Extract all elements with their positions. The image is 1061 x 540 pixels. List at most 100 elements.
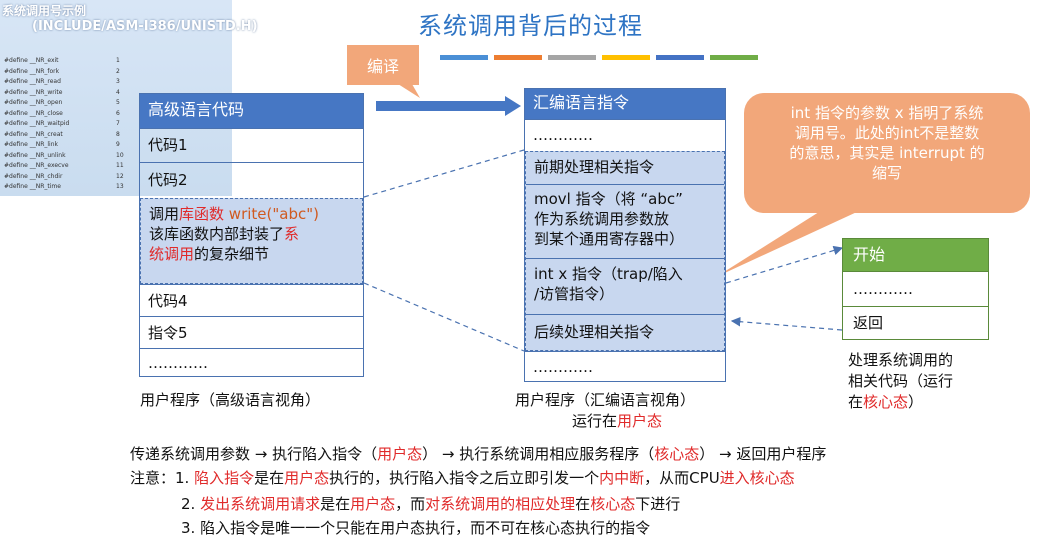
define-name: #define __NR_close (4, 109, 63, 117)
note1-trap: 陷入指令 (194, 469, 255, 487)
int-row: int x 指令（trap/陷入 /访管指令） (526, 258, 724, 314)
int-line-2: /访管指令） (534, 285, 615, 303)
kernel-caption-line1: 处理系统调用的 (848, 351, 954, 369)
assembly-last-ellipsis: ………… (525, 351, 725, 382)
note2-handling: 对系统调用的相应处理 (425, 495, 576, 513)
detail-text: 的复杂细节 (194, 245, 270, 263)
define-number: 6 (116, 109, 120, 117)
kernel-mode-text: 核心态 (863, 393, 909, 411)
note-3: 3. 陷入指令是唯一一个只能在用户态执行，而不可在核心态执行的指令 (181, 519, 651, 537)
assembly-caption-line2: 运行在用户态 (572, 411, 662, 431)
title-bar (602, 55, 650, 60)
note2-user: 用户态 (350, 495, 396, 513)
note-2: 2. 发出系统调用请求是在用户态，而对系统调用的相应处理在核心态下进行 (181, 494, 680, 515)
define-name: #define __NR_chdir (4, 172, 63, 180)
arrow-return (730, 316, 843, 331)
kernel-caption-line2: 相关代码（运行 (848, 372, 954, 390)
note1-a: 注意：1. (130, 469, 195, 487)
post-processing-row: 后续处理相关指令 (526, 314, 724, 350)
note1-e: 执行的，执行陷入指令之后立即引发一个 (329, 469, 600, 487)
note2-c: 是在 (320, 495, 351, 513)
define-name: #define __NR_exit (4, 57, 59, 64)
pre-processing-row: 前期处理相关指令 (534, 158, 655, 176)
define-number: 2 (116, 67, 120, 75)
flow-part-c: ） → 执行系统调用相应服务程序（ (422, 445, 655, 463)
flow-kernel-mode: 核心态 (654, 445, 700, 463)
define-name: #define __NR_write (4, 88, 63, 96)
note1-g: ，从而CPU (644, 469, 720, 487)
title-bar (710, 55, 758, 60)
note2-kernel: 核心态 (590, 495, 636, 513)
write-call-text: write("abc") (224, 205, 319, 223)
high-level-header: 高级语言代码 (140, 94, 363, 128)
title-bar (440, 55, 488, 60)
ellipsis-row: ………… (140, 348, 363, 377)
define-number: 3 (116, 78, 120, 85)
flow-summary: 传递系统调用参数 → 执行陷入指令（用户态） → 执行系统调用相应服务程序（核心… (130, 444, 826, 465)
note1-kernel: 进入核心态 (719, 469, 795, 487)
run-in-text: 运行在 (572, 412, 618, 430)
flow-part-e: ） → 返回用户程序 (699, 445, 827, 463)
define-number: 9 (116, 141, 120, 148)
call-text: 调用 (149, 205, 180, 223)
syscall-text-b: 统调用 (149, 245, 195, 263)
compile-arrow (376, 96, 521, 116)
note2-g: 在 (575, 495, 591, 513)
define-number: 13 (116, 183, 124, 190)
int-line-1: int x 指令（trap/陷入 (534, 265, 683, 283)
assembly-caption-line1: 用户程序（汇编语言视角） (515, 391, 696, 409)
note2-request: 发出系统调用请求 (200, 495, 321, 513)
define-number: 5 (116, 99, 120, 106)
page-title: 系统调用背后的过程 (418, 12, 643, 40)
note-1: 注意：1. 陷入指令是在用户态执行的，执行陷入指令之后立即引发一个内中断，从而C… (130, 468, 795, 489)
compile-callout: 编译 (347, 45, 419, 85)
kernel-caption-in: 在 (848, 393, 864, 411)
define-number: 10 (116, 151, 124, 159)
define-name: #define __NR_unlink (4, 151, 66, 159)
int-callout-pointer (716, 205, 872, 277)
define-name: #define __NR_execve (4, 162, 69, 169)
title-bar (656, 55, 704, 60)
define-number: 12 (116, 172, 124, 180)
flow-user-mode: 用户态 (377, 445, 423, 463)
note1-c: 是在 (254, 469, 285, 487)
int-callout-line-4: 缩写 (871, 164, 902, 182)
int-callout-line-2: 调用号。此处的int不是整数 (794, 124, 980, 142)
kernel-row-ellipsis: ………… (843, 271, 988, 307)
high-level-caption: 用户程序（高级语言视角） (140, 391, 321, 409)
movl-row: movl 指令（将 “abc” 作为系统调用参数放 到某个通用寄存器中） (526, 184, 724, 258)
int-instruction-callout: int 指令的参数 x 指明了系统 调用号。此处的int不是整数 的意思，其实是… (744, 93, 1030, 213)
assembly-header: 汇编语言指令 (525, 89, 725, 119)
library-function-text: 库函数 (179, 205, 225, 223)
define-name: #define __NR_time (4, 183, 61, 190)
projection-line-bottom (363, 282, 525, 352)
note2-i: 下进行 (635, 495, 681, 513)
title-bar (494, 55, 542, 60)
assembly-column: 汇编语言指令 ………… 前期处理相关指令 movl 指令（将 “abc” 作为系… (524, 88, 726, 382)
movl-line-3: 到某个通用寄存器中） (534, 230, 685, 248)
instr-row-5: 指令5 (140, 316, 363, 348)
define-name: #define __NR_waitpid (4, 120, 70, 127)
int-callout-line-1: int 指令的参数 x 指明了系统 (790, 104, 984, 122)
wrap-text: 该库函数内部封装了 (149, 225, 285, 243)
arrow-to-kernel (725, 245, 844, 284)
define-name: #define __NR_open (4, 99, 63, 106)
define-number: 4 (116, 88, 120, 96)
user-mode-text: 用户态 (617, 412, 663, 430)
define-number: 7 (116, 120, 120, 127)
code-row-2: 代码2 (140, 162, 363, 198)
library-call-block: 调用库函数 write("abc") 该库函数内部封装了系 统调用的复杂细节 (140, 198, 363, 284)
movl-line-2: 作为系统调用参数放 (534, 210, 670, 228)
inset-title-line1: 系统调用号示例 (2, 4, 87, 18)
high-level-code-column: 高级语言代码 代码1 代码2 调用库函数 write("abc") 该库函数内部… (139, 93, 364, 377)
define-name: #define __NR_read (4, 78, 61, 85)
movl-line-1: movl 指令（将 “abc” (534, 190, 683, 208)
kernel-row-return: 返回 (843, 306, 988, 340)
note2-e: ，而 (395, 495, 426, 513)
flow-part-a: 传递系统调用参数 → 执行陷入指令（ (130, 445, 378, 463)
projection-line-top (363, 149, 525, 198)
syscall-text-a: 系 (284, 225, 300, 243)
note1-interrupt: 内中断 (599, 469, 645, 487)
assembly-row-ellipsis: ………… (525, 119, 725, 151)
